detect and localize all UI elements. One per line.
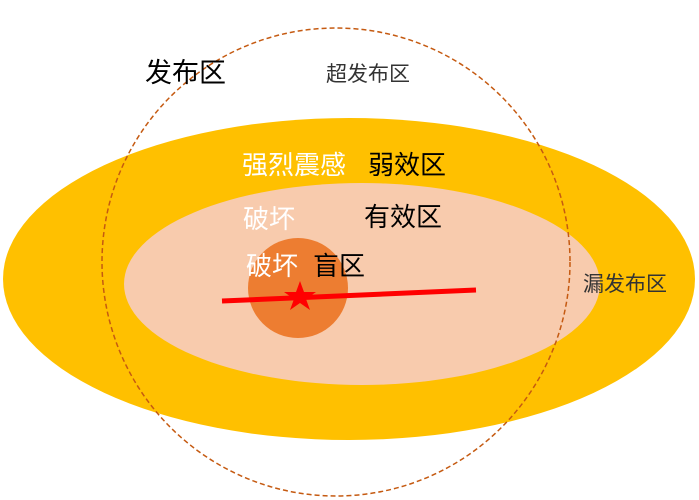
damage-label: 破坏	[243, 205, 296, 235]
fault-line	[221, 287, 477, 304]
epicenter-star-icon	[284, 281, 316, 310]
missed-publish-zone-label: 漏发布区	[583, 272, 667, 296]
blind-zone-label: 盲区	[313, 252, 366, 282]
strong-shaking-label: 强烈震感	[242, 151, 347, 181]
over-publish-zone-label: 超发布区	[326, 62, 410, 86]
effective-zone-ellipse	[124, 183, 600, 385]
effective-zone-label: 有效区	[364, 203, 443, 233]
publish-zone-label: 发布区	[145, 58, 226, 89]
weak-effect-zone-label: 弱效区	[368, 151, 447, 181]
publish-zone-boundary-circle	[101, 27, 571, 497]
damage-label-inner: 破坏	[246, 252, 299, 282]
